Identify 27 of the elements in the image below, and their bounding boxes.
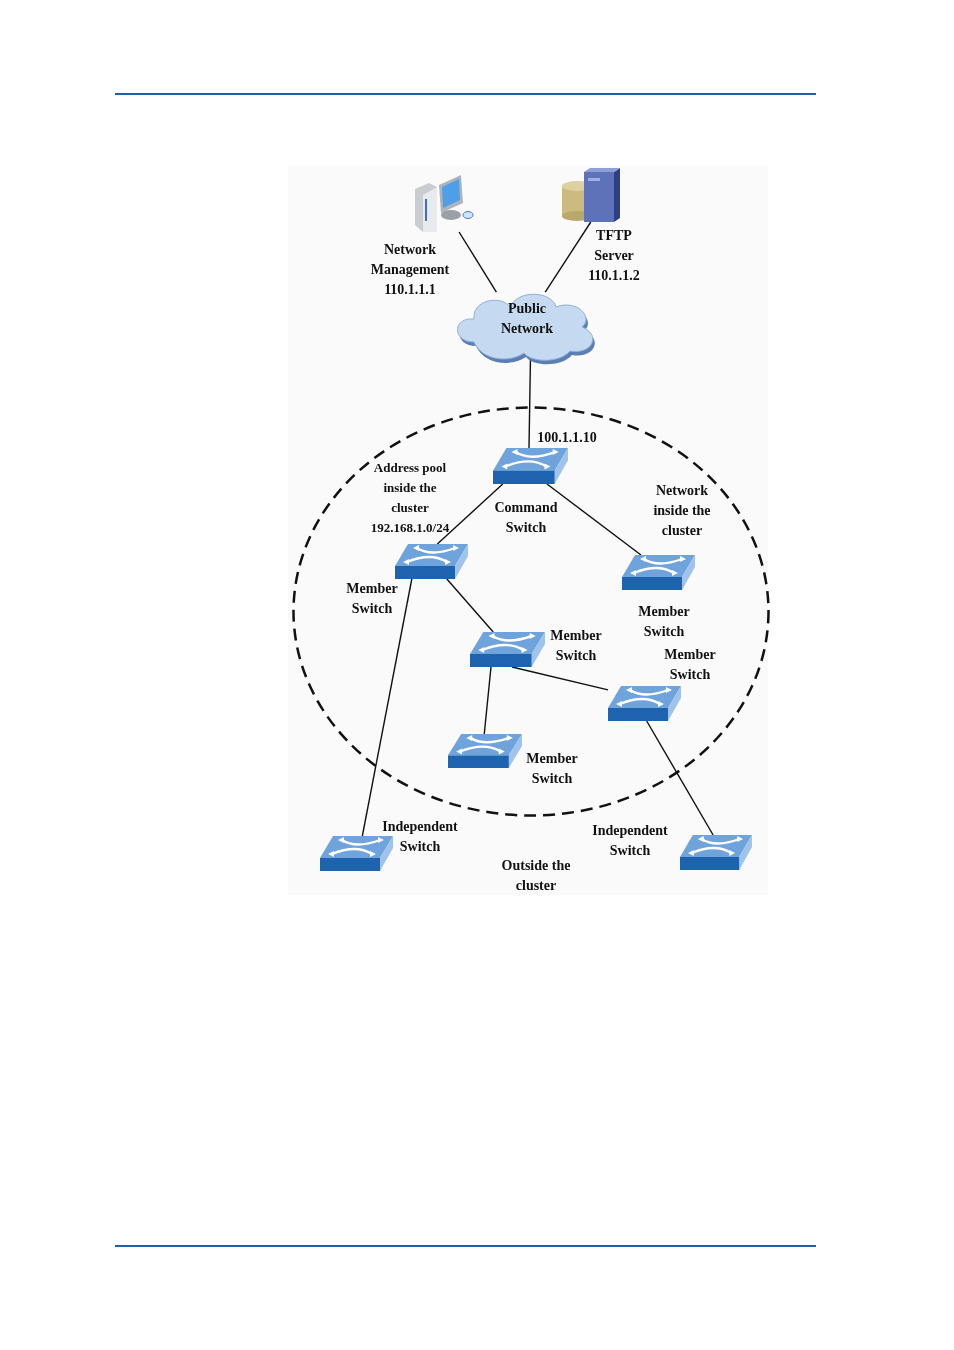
device-label: Command Switch — [493, 499, 559, 537]
device-label: Independent Switch — [591, 822, 669, 860]
connection-line — [361, 578, 413, 837]
connection-line — [436, 483, 504, 545]
address-pool-label: Address pool inside the cluster 192.168.1.0/24 — [369, 459, 451, 537]
device-label: Member Switch — [663, 646, 717, 684]
device-label: Member Switch — [345, 580, 399, 618]
network-label: Public Network — [499, 300, 555, 338]
ip-address-label: 100.1.1.10 — [536, 429, 598, 447]
network-label: Network inside the cluster — [652, 482, 712, 540]
connection-line — [646, 720, 714, 836]
connection-line — [446, 578, 494, 633]
device-label: 110.1.1.2 — [587, 267, 641, 285]
device-label: Member Switch — [525, 750, 579, 788]
area-label: Outside the cluster — [500, 857, 572, 895]
device-label: Independent Switch — [381, 818, 459, 856]
device-label: Member Switch — [637, 603, 691, 641]
connection-line — [511, 666, 609, 691]
connection-line — [458, 231, 498, 293]
connection-line — [528, 359, 532, 449]
connection-line — [544, 221, 592, 293]
connection-line — [483, 666, 492, 735]
device-label: Network Management — [369, 241, 451, 279]
connection-line — [546, 483, 642, 556]
device-label: TFTP Server — [593, 227, 635, 265]
device-label: Member Switch — [549, 627, 603, 665]
device-label: 110.1.1.1 — [383, 281, 437, 299]
